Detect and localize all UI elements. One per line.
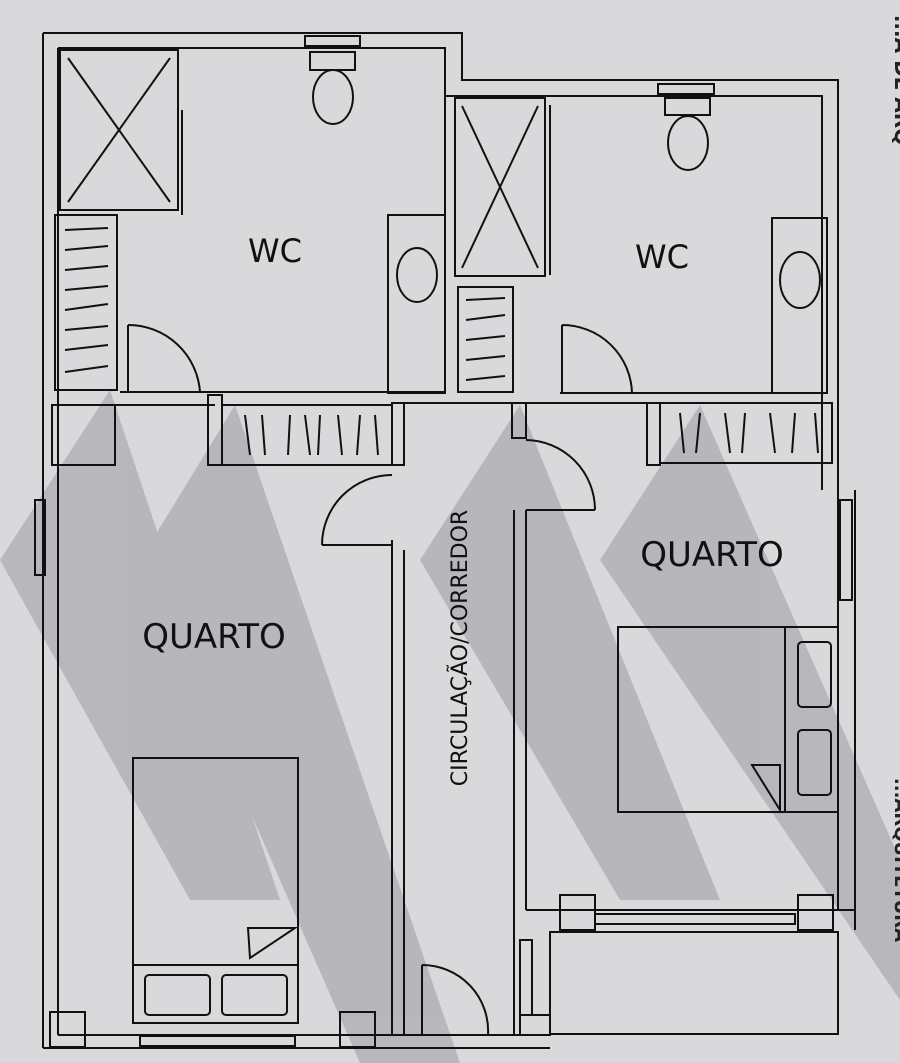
pillow-left-1 (144, 974, 211, 1016)
corridor-wall-left (391, 402, 405, 466)
label-wc-left: WC (248, 232, 302, 270)
toilet-right-bowl (667, 115, 709, 171)
window-bottom-right (594, 913, 796, 925)
window-bottom-left (139, 1035, 296, 1047)
pillow-right-1 (797, 641, 832, 708)
closet-hangers (64, 227, 109, 373)
pillow-left-2 (221, 974, 288, 1016)
toilet-left-tank (309, 51, 356, 71)
door-quarto-left (321, 474, 393, 546)
shower-left (59, 49, 179, 211)
toilet-left-bowl (312, 69, 354, 125)
door-wc-right (561, 324, 633, 394)
outer-wall (43, 32, 839, 490)
door-quarto-right (525, 439, 596, 511)
label-wc-right: WC (635, 238, 689, 276)
sink-left (396, 247, 438, 303)
toilet-right-tank (664, 97, 711, 116)
niche-left (51, 404, 116, 466)
window-corridor (519, 939, 533, 1016)
label-quarto-left: QUARTO (142, 617, 286, 657)
pillow-right-2 (797, 729, 832, 796)
sink-right (779, 251, 821, 309)
window-top-right (657, 83, 715, 95)
bed-right (617, 626, 839, 813)
watermark-logo (0, 390, 900, 1063)
closet-left-vertical (54, 214, 118, 391)
door-wc-left (127, 323, 201, 393)
door-entry (421, 963, 490, 1036)
margin-text-top: ...A DE ARQ (890, 15, 900, 145)
window-left (34, 499, 46, 576)
vanity-left (387, 214, 446, 394)
window-top-left (304, 35, 361, 47)
vanity-right (771, 217, 828, 394)
window-right (839, 499, 853, 601)
shower-right (454, 97, 546, 277)
margin-text-bottom: ...ARQUITETURA (890, 778, 900, 942)
label-quarto-right: QUARTO (640, 535, 784, 575)
label-corridor: CIRCULAÇÃO/CORREDOR (446, 510, 473, 786)
closet-right-vertical (457, 286, 514, 393)
bed-left (132, 757, 299, 1024)
